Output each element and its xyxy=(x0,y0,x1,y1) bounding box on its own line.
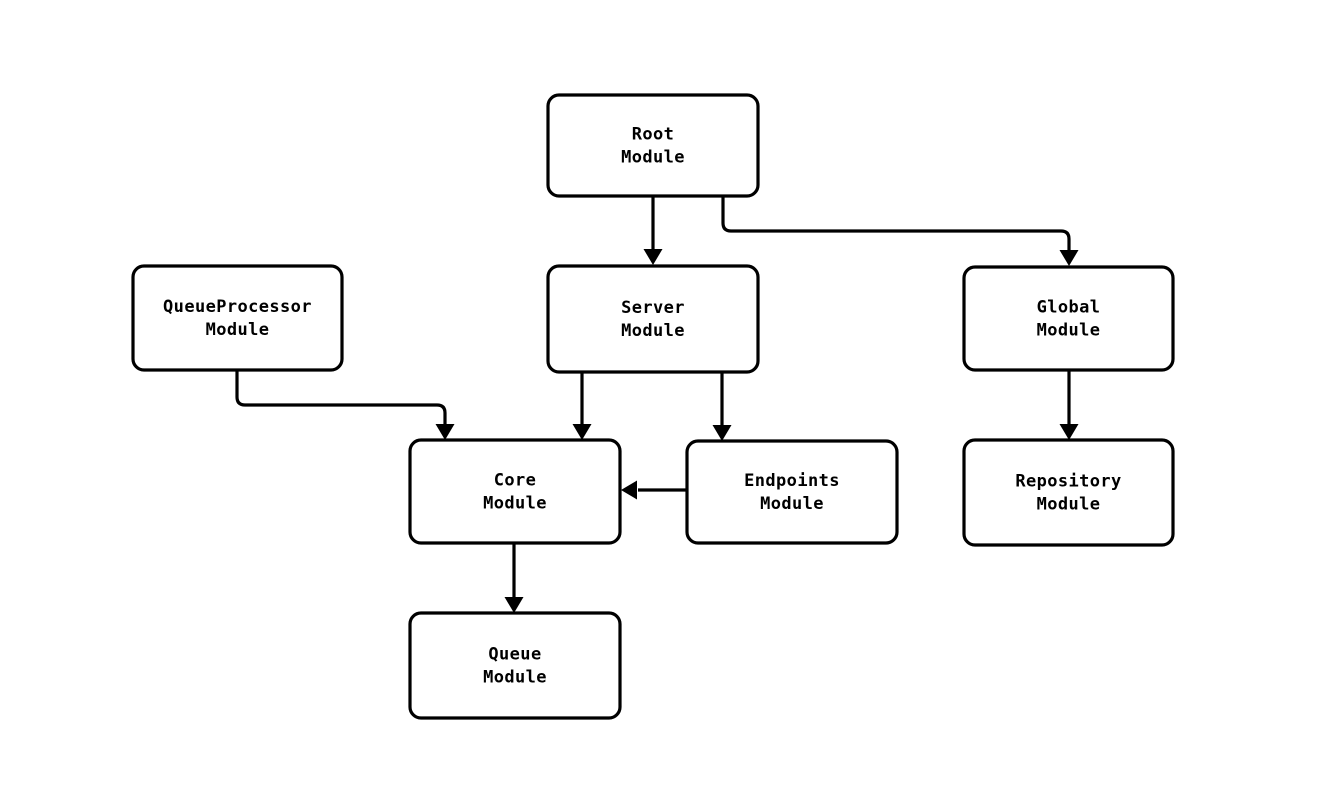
node-label-line2: Module xyxy=(206,320,270,340)
edge-arrowhead-icon xyxy=(572,424,592,440)
edge-arrowhead-icon xyxy=(643,249,663,265)
node-label-line2: Module xyxy=(483,494,547,514)
edge-root-to-server xyxy=(643,196,663,265)
edge-arrowhead-icon xyxy=(504,597,524,613)
node-label-line1: Core xyxy=(494,471,537,491)
node-label-line2: Module xyxy=(621,148,685,168)
node-label-line2: Module xyxy=(1037,321,1101,341)
edge-global-to-repository xyxy=(1059,370,1079,440)
edge-root-to-global xyxy=(721,196,1079,266)
node-label-line2: Module xyxy=(760,494,824,514)
edge-server-to-endpoints xyxy=(712,372,732,441)
node-box-queue[interactable] xyxy=(408,611,622,720)
edge-arrowhead-icon xyxy=(1059,250,1079,266)
node-box-repository[interactable] xyxy=(962,438,1175,547)
node-label-line2: Module xyxy=(483,668,547,688)
node-label-line1: Endpoints xyxy=(744,471,840,491)
node-label-line1: Global xyxy=(1037,298,1101,318)
node-label-line1: Root xyxy=(632,125,675,145)
node-label-line2: Module xyxy=(1037,495,1101,515)
node-box-global[interactable] xyxy=(962,265,1175,372)
edge-arrowhead-icon xyxy=(435,424,455,440)
node-label-line1: Repository xyxy=(1015,472,1121,492)
node-label-line2: Module xyxy=(621,321,685,341)
edge-queueprocessor-to-core xyxy=(235,370,455,440)
node-box-queueprocessor[interactable] xyxy=(131,264,344,372)
edge-core-to-queue xyxy=(504,543,524,613)
node-box-endpoints[interactable] xyxy=(685,439,899,545)
node-box-root[interactable] xyxy=(546,93,760,198)
edge-line xyxy=(721,196,1071,250)
edge-arrowhead-icon xyxy=(621,480,637,500)
edge-server-to-core xyxy=(572,372,592,440)
node-box-server[interactable] xyxy=(546,264,760,374)
node-label-line1: Server xyxy=(621,298,685,318)
edge-line xyxy=(235,370,447,424)
edge-endpoints-to-core xyxy=(621,480,687,500)
edges-layer xyxy=(235,196,1079,613)
node-label-line1: QueueProcessor xyxy=(163,297,312,317)
node-label-line1: Queue xyxy=(488,645,541,665)
node-box-core[interactable] xyxy=(408,438,622,545)
edge-arrowhead-icon xyxy=(1059,424,1079,440)
edge-arrowhead-icon xyxy=(712,425,732,441)
